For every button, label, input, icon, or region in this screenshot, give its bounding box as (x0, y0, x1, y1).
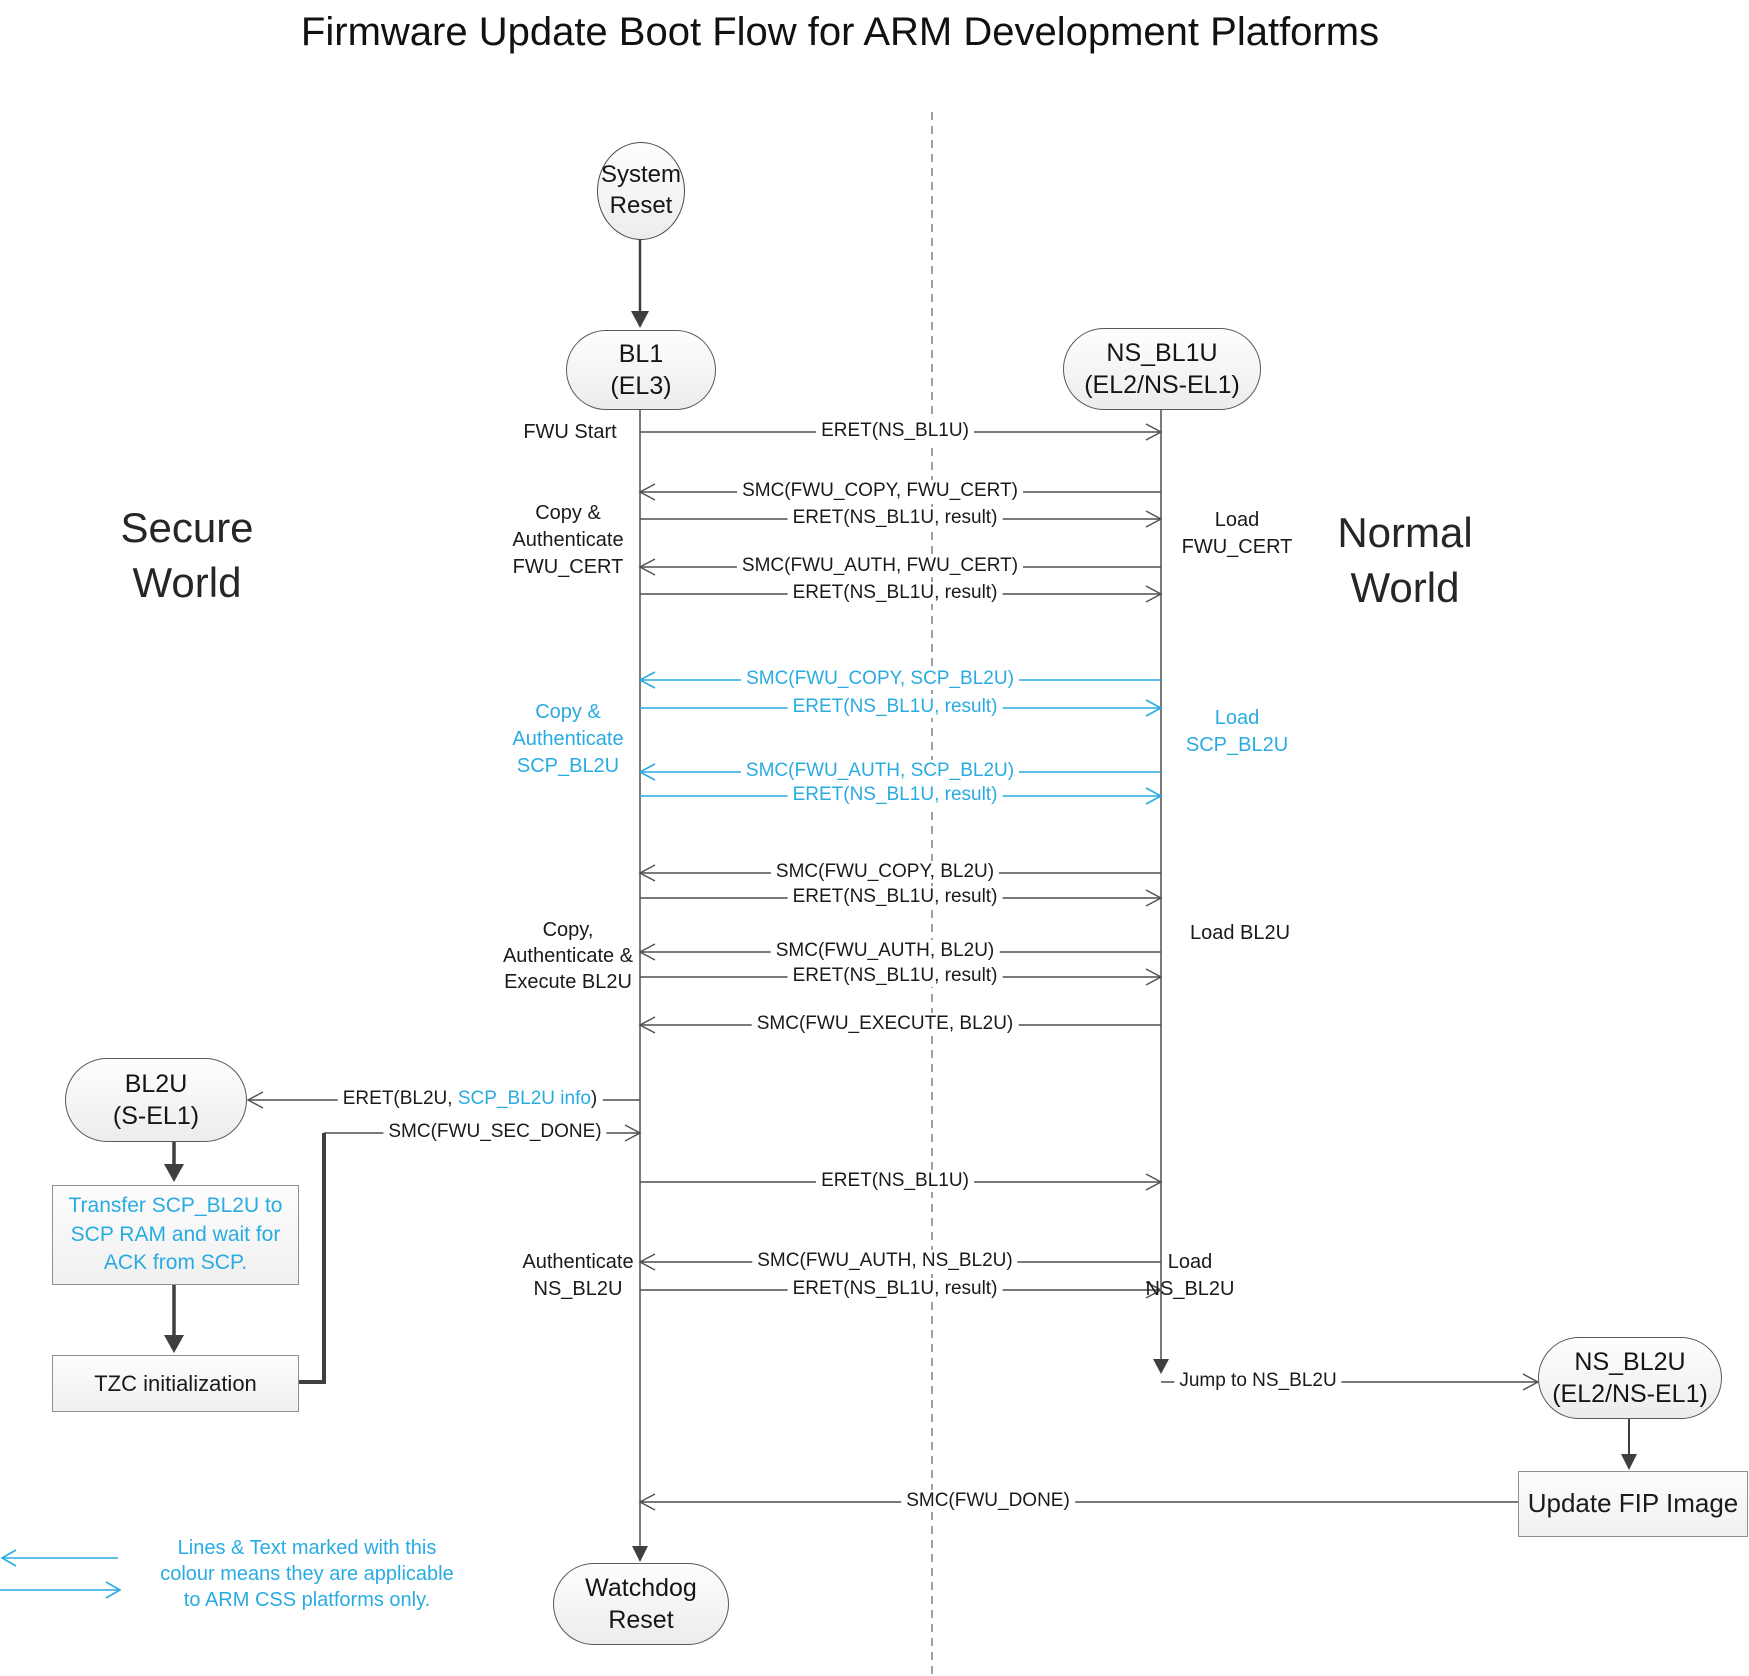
label-copy-auth-fwu-cert: Copy & Authenticate FWU_CERT (512, 502, 624, 578)
message-eret-result-5: ERET(NS_BL1U, result) (787, 886, 1003, 908)
message-smc-auth-scp-bl2u: SMC(FWU_AUTH, SCP_BL2U) (740, 760, 1020, 782)
message-eret-result-6: ERET(NS_BL1U, result) (787, 965, 1003, 987)
update-fip-arrowhead (1621, 1454, 1637, 1470)
message-eret-result-2: ERET(NS_BL1U, result) (787, 582, 1003, 604)
system-reset-node: System Reset (597, 142, 685, 240)
message-eret-ns-bl1u-2: ERET(NS_BL1U) (816, 1170, 974, 1192)
label-copy-auth-exec-bl2u: Copy, Authenticate & Execute BL2U (502, 919, 634, 993)
bl1-node: BL1 (EL3) (566, 330, 716, 410)
page-title: Firmware Update Boot Flow for ARM Develo… (300, 10, 1380, 54)
label-load-fwu-cert: Load FWU_CERT (1181, 509, 1293, 558)
transfer-to-tzc-arrowhead (164, 1335, 184, 1353)
label-fwu-start: FWU Start (523, 421, 617, 443)
message-smc-copy-bl2u: SMC(FWU_COPY, BL2U) (770, 861, 1000, 883)
ns-bl1u-lifeline-arrowhead (1153, 1359, 1169, 1374)
secure-world-label: Secure World (120, 504, 254, 607)
label-load-scp-bl2u: Load SCP_BL2U (1185, 707, 1289, 756)
message-eret-ns-bl1u-1: ERET(NS_BL1U) (816, 420, 974, 442)
transfer-scp-bl2u-box: Transfer SCP_BL2U to SCP RAM and wait fo… (52, 1185, 299, 1285)
tzc-initialization-box: TZC initialization (52, 1355, 299, 1412)
message-smc-auth-fwu-cert: SMC(FWU_AUTH, FWU_CERT) (736, 555, 1024, 577)
message-eret-result-7: ERET(NS_BL1U, result) (787, 1278, 1003, 1300)
legend-blue-arrow-left-icon (0, 1549, 118, 1567)
label-authenticate-ns-bl2u: Authenticate NS_BL2U (522, 1251, 634, 1300)
update-fip-image-box: Update FIP Image (1518, 1471, 1748, 1537)
message-eret-result-1: ERET(NS_BL1U, result) (787, 507, 1003, 529)
bl2u-to-transfer-arrowhead (164, 1164, 184, 1182)
label-copy-auth-scp-bl2u: Copy & Authenticate SCP_BL2U (512, 701, 624, 777)
ns-bl2u-node: NS_BL2U (EL2/NS-EL1) (1538, 1337, 1722, 1419)
message-smc-auth-bl2u: SMC(FWU_AUTH, BL2U) (770, 940, 1000, 962)
tzc-to-smc-elbow-connector (298, 1133, 326, 1384)
label-load-bl2u: Load BL2U (1189, 922, 1291, 944)
normal-world-label: Normal World (1337, 509, 1473, 612)
message-smc-execute-bl2u: SMC(FWU_EXECUTE, BL2U) (751, 1013, 1019, 1035)
message-eret-bl2u-scp-info: ERET(BL2U, SCP_BL2U info) (337, 1088, 603, 1110)
message-eret-result-4: ERET(NS_BL1U, result) (787, 784, 1003, 806)
watchdog-reset-node: Watchdog Reset (553, 1563, 729, 1645)
message-smc-copy-scp-bl2u: SMC(FWU_COPY, SCP_BL2U) (741, 668, 1019, 690)
bl2u-node: BL2U (S-EL1) (65, 1058, 247, 1142)
system-reset-arrowhead (631, 311, 649, 328)
message-jump-to-ns-bl2u: Jump to NS_BL2U (1174, 1370, 1342, 1392)
bl1-lifeline-arrowhead (632, 1546, 648, 1562)
legend-text: Lines & Text marked with this colour mea… (160, 1537, 454, 1611)
message-smc-sec-done: SMC(FWU_SEC_DONE) (383, 1121, 607, 1143)
ns-bl1u-node: NS_BL1U (EL2/NS-EL1) (1063, 328, 1261, 410)
message-smc-copy-fwu-cert: SMC(FWU_COPY, FWU_CERT) (737, 480, 1023, 502)
message-smc-auth-ns-bl2u: SMC(FWU_AUTH, NS_BL2U) (752, 1250, 1018, 1272)
message-eret-result-3: ERET(NS_BL1U, result) (787, 696, 1003, 718)
legend-blue-arrow-right-icon (0, 1581, 122, 1599)
label-load-ns-bl2u: Load NS_BL2U (1145, 1251, 1235, 1300)
message-smc-fwu-done: SMC(FWU_DONE) (901, 1490, 1075, 1512)
